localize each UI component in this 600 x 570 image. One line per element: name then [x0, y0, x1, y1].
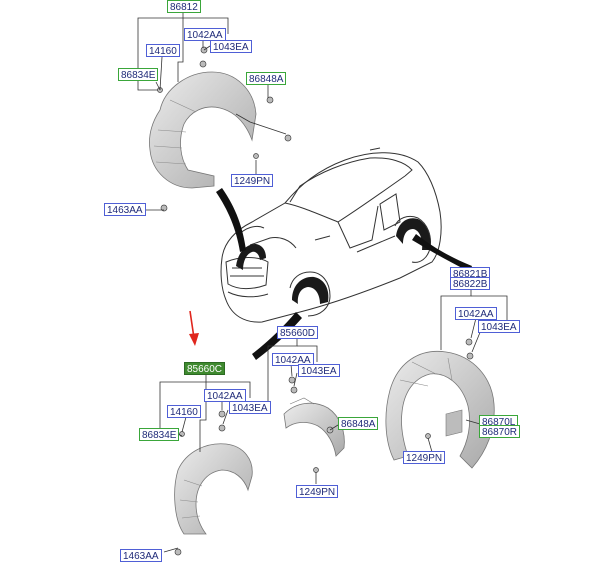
- red-pointer-arrow-icon: [189, 310, 199, 346]
- part-label-1249pn-rear[interactable]: 1249PN: [403, 451, 446, 464]
- part-label-1463aa[interactable]: 1463AA: [104, 203, 146, 216]
- part-label-14160-lower[interactable]: 14160: [167, 405, 201, 418]
- part-label-86848a[interactable]: 86848A: [246, 72, 287, 85]
- part-label-14160[interactable]: 14160: [146, 44, 180, 57]
- liner-rear: [385, 350, 495, 469]
- part-label-86834e[interactable]: 86834E: [118, 68, 159, 81]
- vehicle-illustration: [220, 147, 442, 323]
- part-label-85660d[interactable]: 85660D: [277, 326, 319, 339]
- part-label-1042aa-mid[interactable]: 1042AA: [272, 353, 314, 366]
- part-label-1249pn[interactable]: 1249PN: [231, 174, 274, 187]
- part-label-86870r[interactable]: 86870R: [479, 425, 521, 438]
- part-label-1042aa-rear[interactable]: 1042AA: [455, 307, 497, 320]
- part-label-1249pn-mid[interactable]: 1249PN: [296, 485, 339, 498]
- part-label-1043ea-rear[interactable]: 1043EA: [478, 320, 520, 333]
- part-label-85660c-selected[interactable]: 85660C: [184, 362, 226, 375]
- part-label-86848a-mid[interactable]: 86848A: [338, 417, 379, 430]
- leader-lines: [137, 11, 508, 553]
- car-arch-front-left: [292, 276, 329, 304]
- part-label-86812[interactable]: 86812: [167, 0, 201, 13]
- liner-front-upper: [149, 71, 257, 189]
- part-label-1463aa-lower[interactable]: 1463AA: [120, 549, 162, 562]
- part-label-1043ea-mid[interactable]: 1043EA: [298, 364, 340, 377]
- part-label-1042aa-lower[interactable]: 1042AA: [204, 389, 246, 402]
- part-label-86834e-lower[interactable]: 86834E: [139, 428, 180, 441]
- part-label-1043ea[interactable]: 1043EA: [210, 40, 252, 53]
- part-label-1042aa[interactable]: 1042AA: [184, 28, 226, 41]
- liner-front-lower: [174, 443, 253, 535]
- car-arch-rear: [396, 218, 431, 250]
- part-label-1043ea-lower[interactable]: 1043EA: [229, 401, 271, 414]
- liner-front-mid: [283, 397, 345, 457]
- part-label-86822b[interactable]: 86822B: [450, 277, 491, 290]
